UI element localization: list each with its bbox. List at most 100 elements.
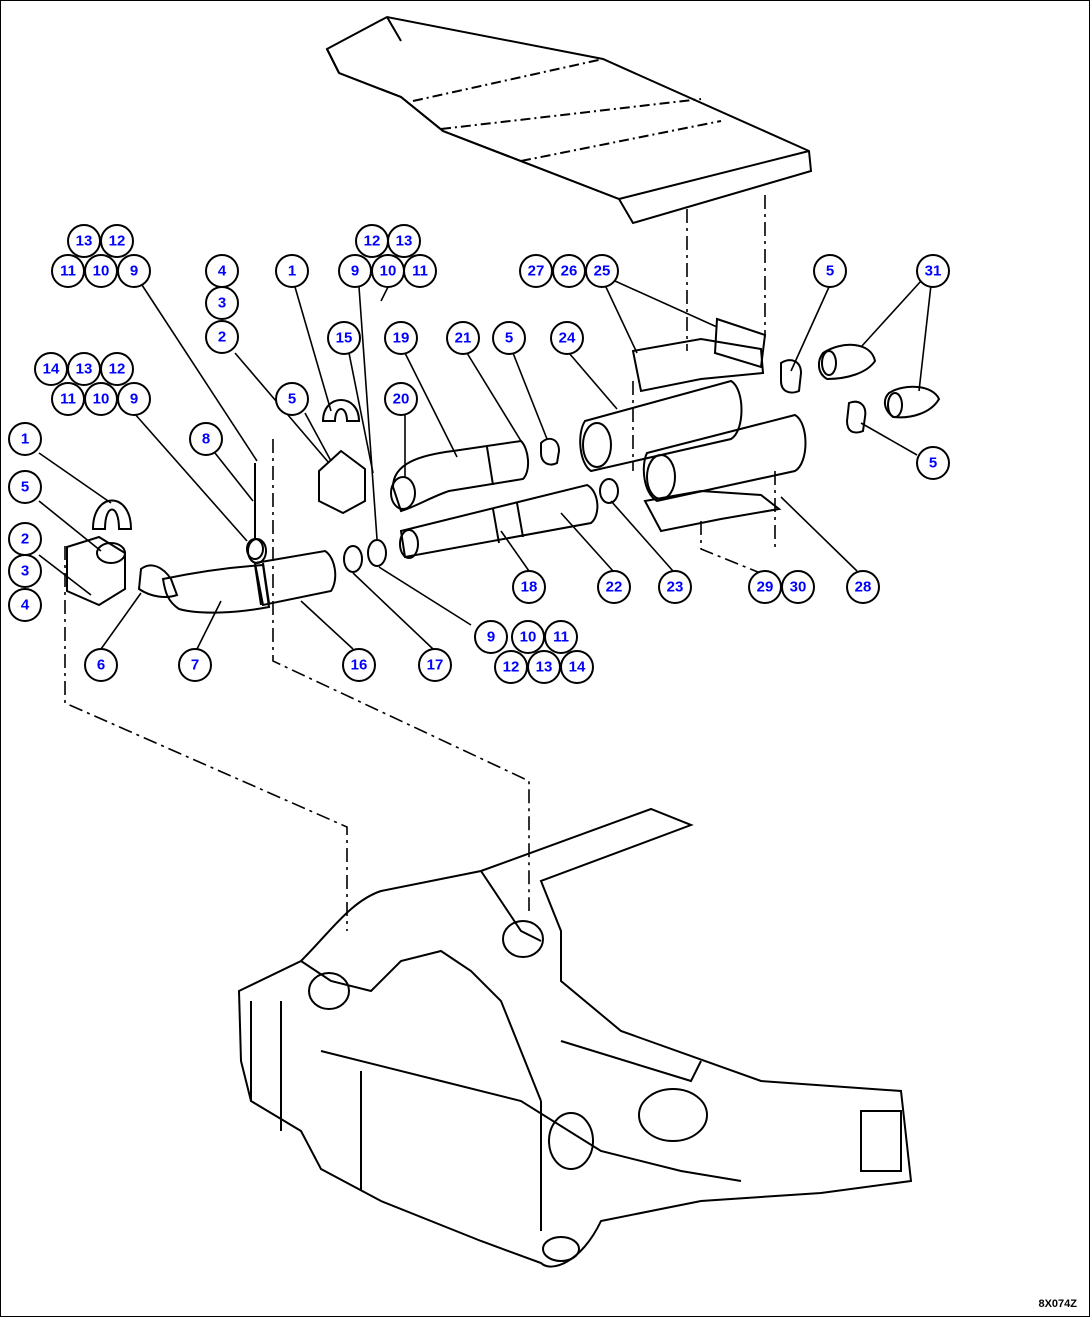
svg-text:29: 29 <box>757 579 774 596</box>
callout-2: 2 <box>8 522 42 556</box>
callout-24: 24 <box>550 321 584 355</box>
svg-text:3: 3 <box>218 295 226 312</box>
callout-4: 4 <box>8 588 42 622</box>
coupling-20 <box>390 476 416 510</box>
callout-13: 13 <box>67 224 101 258</box>
callout-27: 27 <box>519 254 553 288</box>
svg-text:7: 7 <box>191 657 199 674</box>
svg-text:11: 11 <box>412 263 428 280</box>
svg-text:13: 13 <box>76 233 93 250</box>
rain-cap-middle <box>321 399 361 422</box>
svg-text:6: 6 <box>97 657 105 674</box>
callout-10: 10 <box>511 620 545 654</box>
tailpipe-elbow-31-upper <box>817 343 877 381</box>
svg-text:12: 12 <box>109 233 126 250</box>
callout-22: 22 <box>597 570 631 604</box>
pipe-19 <box>391 439 529 513</box>
svg-text:5: 5 <box>505 330 513 347</box>
svg-text:9: 9 <box>351 263 359 280</box>
callout-1: 1 <box>8 422 42 456</box>
svg-text:20: 20 <box>393 391 410 408</box>
svg-text:5: 5 <box>929 455 937 472</box>
callout-11: 11 <box>51 382 85 416</box>
muffler-lower <box>642 413 807 503</box>
svg-text:27: 27 <box>528 263 545 280</box>
clamp-5-center <box>540 437 561 466</box>
callout-12: 12 <box>100 224 134 258</box>
svg-text:1: 1 <box>21 431 29 448</box>
svg-text:21: 21 <box>455 330 472 347</box>
callout-11: 11 <box>403 254 437 288</box>
callout-16: 16 <box>342 648 376 682</box>
callout-7: 7 <box>178 648 212 682</box>
svg-text:4: 4 <box>21 597 30 614</box>
callout-12: 12 <box>494 650 528 684</box>
svg-text:5: 5 <box>288 391 296 408</box>
callout-29: 29 <box>748 570 782 604</box>
stack-clamp-middle <box>318 449 366 515</box>
svg-text:10: 10 <box>380 263 397 280</box>
callout-10: 10 <box>371 254 405 288</box>
callout-31: 31 <box>916 254 950 288</box>
clamp-ring-9 <box>367 539 387 567</box>
callout-3: 3 <box>8 554 42 588</box>
bracket-25 <box>631 337 765 393</box>
callout-17: 17 <box>418 648 452 682</box>
svg-text:23: 23 <box>667 579 684 596</box>
svg-text:8: 8 <box>202 431 210 448</box>
svg-text:2: 2 <box>218 329 226 346</box>
callout-15: 15 <box>327 321 361 355</box>
svg-text:28: 28 <box>855 579 872 596</box>
leader-lines <box>38 280 932 650</box>
svg-text:10: 10 <box>93 263 110 280</box>
stack-clamp-left <box>66 535 126 607</box>
callout-30: 30 <box>781 570 815 604</box>
callout-19: 19 <box>384 321 418 355</box>
straight-pipe-16 <box>253 549 337 607</box>
callout-6: 6 <box>84 648 118 682</box>
callout-9: 9 <box>474 620 508 654</box>
svg-text:17: 17 <box>427 657 444 674</box>
callout-12: 12 <box>355 224 389 258</box>
svg-text:10: 10 <box>520 629 537 646</box>
callout-5: 5 <box>492 321 526 355</box>
callout-9: 9 <box>338 254 372 288</box>
callout-11: 11 <box>544 620 578 654</box>
drawing-code: 8X074Z <box>1038 1298 1077 1310</box>
svg-text:14: 14 <box>43 361 60 378</box>
callout-4: 4 <box>205 254 239 288</box>
callout-14: 14 <box>560 650 594 684</box>
svg-text:19: 19 <box>393 330 410 347</box>
svg-text:30: 30 <box>790 579 807 596</box>
svg-text:11: 11 <box>60 263 76 280</box>
callout-balloons: 13 12 11 10 9 4 3 2 1 12 13 9 10 11 27 2… <box>8 224 950 684</box>
svg-text:1: 1 <box>288 263 296 280</box>
line-art <box>66 15 941 1268</box>
svg-text:9: 9 <box>487 629 495 646</box>
bracket-28 <box>643 489 782 533</box>
phantom-lines <box>64 195 776 931</box>
svg-text:13: 13 <box>536 659 553 676</box>
callout-28: 28 <box>846 570 880 604</box>
callout-9: 9 <box>117 382 151 416</box>
callout-20: 20 <box>384 382 418 416</box>
svg-text:4: 4 <box>218 263 227 280</box>
callout-5: 5 <box>8 470 42 504</box>
svg-text:22: 22 <box>606 579 623 596</box>
svg-text:2: 2 <box>21 531 29 548</box>
tailpipe-elbow-31-lower <box>883 385 941 419</box>
svg-text:18: 18 <box>521 579 538 596</box>
callout-2: 2 <box>205 320 239 354</box>
callout-18: 18 <box>512 570 546 604</box>
machine-frame <box>237 807 913 1268</box>
bent-pipe-7 <box>161 563 271 614</box>
svg-text:16: 16 <box>351 657 368 674</box>
callout-21: 21 <box>446 321 480 355</box>
callout-11: 11 <box>51 254 85 288</box>
callout-3: 3 <box>205 286 239 320</box>
callout-1: 1 <box>275 254 309 288</box>
callout-25: 25 <box>585 254 619 288</box>
svg-text:11: 11 <box>60 391 76 408</box>
svg-text:9: 9 <box>130 391 138 408</box>
